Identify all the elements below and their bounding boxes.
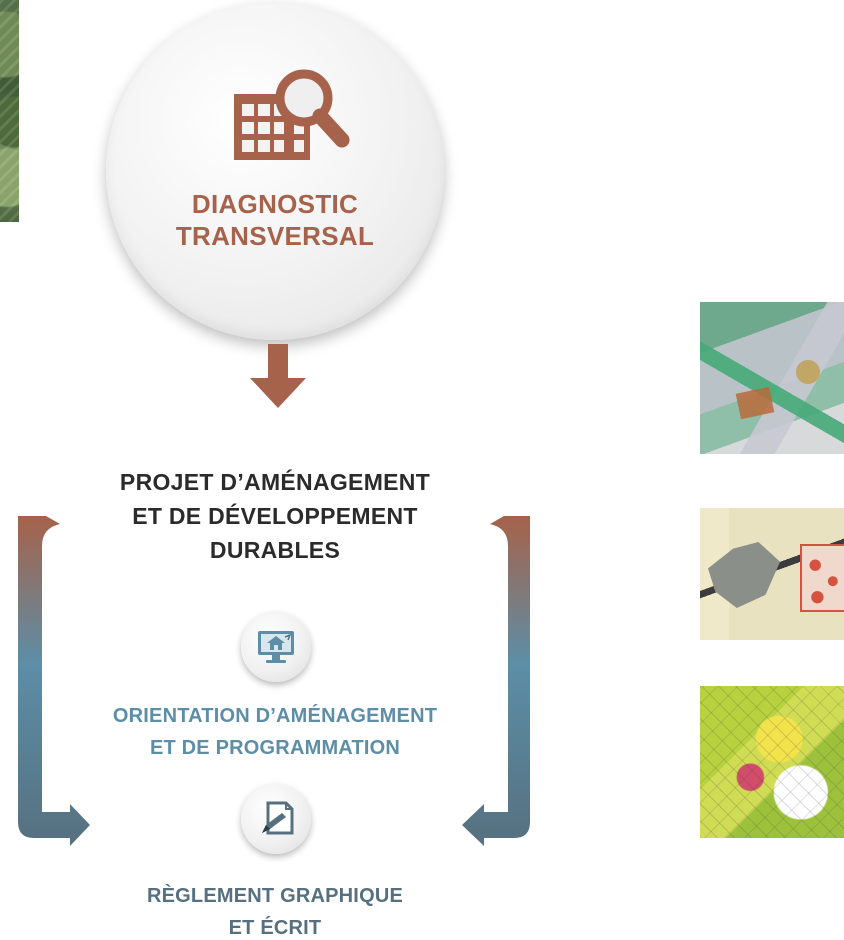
right-bracket-arrow-icon bbox=[462, 516, 530, 846]
left-bracket-arrow-icon bbox=[18, 516, 90, 846]
reglement-icon-badge bbox=[241, 784, 311, 854]
zoning-map-thumbnail bbox=[700, 302, 844, 454]
padd-title-line2: ET DE DÉVELOPPEMENT bbox=[132, 503, 418, 529]
padd-title-line1: PROJET D’AMÉNAGEMENT bbox=[119, 469, 431, 495]
reglement-title: RÈGLEMENT GRAPHIQUE ET ÉCRIT bbox=[100, 880, 450, 940]
oap-title-line1: ORIENTATION D’AMÉNAGEMENT bbox=[112, 705, 438, 727]
diagnostic-title-line1: DIAGNOSTIC bbox=[191, 189, 359, 219]
reglement-title-line1: RÈGLEMENT GRAPHIQUE bbox=[146, 885, 404, 907]
regulation-map-thumbnail bbox=[700, 686, 844, 838]
oap-title-line2: ET DE PROGRAMMATION bbox=[149, 737, 401, 759]
diagnostic-title: DIAGNOSTIC TRANSVERSAL bbox=[150, 188, 400, 252]
oap-icon-badge bbox=[241, 612, 311, 682]
diagnostic-title-line2: TRANSVERSAL bbox=[175, 221, 375, 251]
reglement-title-line2: ET ÉCRIT bbox=[228, 917, 322, 939]
padd-title: PROJET D’AMÉNAGEMENT ET DE DÉVELOPPEMENT… bbox=[80, 465, 470, 567]
padd-title-line3: DURABLES bbox=[209, 537, 341, 563]
aerial-photo-left bbox=[0, 0, 19, 222]
building-magnifier-icon bbox=[234, 69, 350, 160]
document-pen-icon bbox=[262, 801, 294, 835]
oap-title: ORIENTATION D’AMÉNAGEMENT ET DE PROGRAMM… bbox=[70, 700, 480, 764]
down-arrow-icon bbox=[250, 344, 306, 408]
development-plan-thumbnail bbox=[700, 508, 844, 640]
monitor-house-icon bbox=[258, 631, 294, 663]
diagnostic-circle bbox=[106, 2, 444, 340]
